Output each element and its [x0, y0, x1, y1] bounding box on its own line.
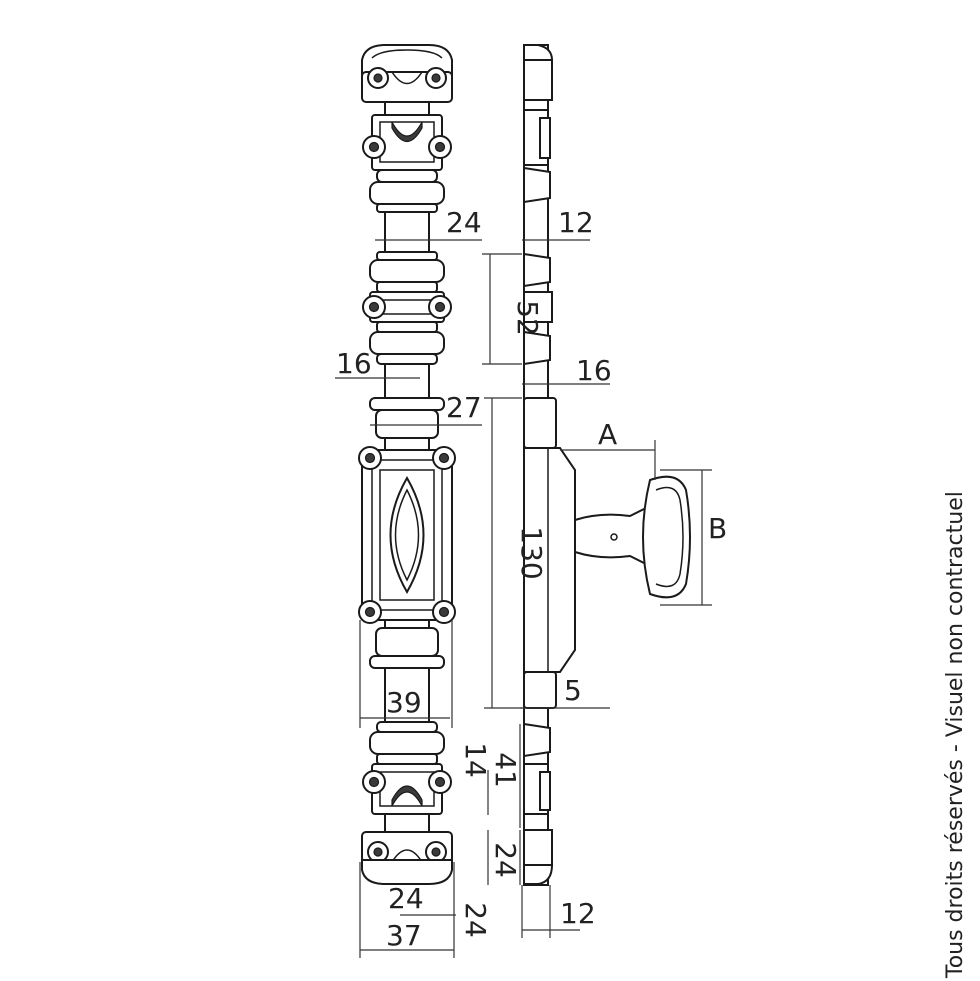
- dim-37: 37: [386, 919, 422, 952]
- side-collars: [523, 59, 553, 866]
- front-top-cap: [361, 44, 453, 103]
- front-collars-upper: [369, 169, 445, 293]
- front-main-plate: [358, 397, 456, 669]
- front-oval-escutcheon: [389, 476, 425, 594]
- dim-24-top: 24: [446, 206, 482, 239]
- dim-16-right: 16: [576, 354, 612, 387]
- dim-41: 41: [489, 752, 522, 788]
- dim-14: 14: [459, 742, 492, 778]
- side-view: [523, 44, 691, 886]
- dim-b: B: [708, 512, 727, 545]
- dim-a: A: [598, 418, 617, 451]
- dim-52: 52: [511, 300, 544, 336]
- front-middle-bracket: [362, 291, 452, 365]
- dim-5: 5: [564, 674, 582, 707]
- dim-12-top: 12: [558, 206, 594, 239]
- dim-12-bottom: 12: [560, 897, 596, 930]
- front-view: [358, 44, 456, 885]
- dim-16-left: 16: [336, 347, 372, 380]
- side-main-plate: [523, 397, 576, 709]
- knob-stem: [574, 504, 651, 568]
- dim-39: 39: [386, 686, 422, 719]
- dim-130: 130: [515, 526, 548, 579]
- front-upper-bracket: [362, 114, 452, 171]
- copyright-note: Tous droits réservés - Visuel non contra…: [943, 491, 968, 979]
- dim-27: 27: [446, 391, 482, 424]
- handle-knob: [574, 475, 691, 599]
- front-lower-bracket: [362, 721, 452, 815]
- dimension-lines: [335, 239, 712, 958]
- front-bottom-cap: [361, 831, 453, 885]
- dim-24-right: 24: [489, 842, 522, 878]
- knob-head: [642, 475, 691, 599]
- dim-24-vertical: 24: [459, 902, 492, 938]
- dim-24-bottom: 24: [388, 882, 424, 915]
